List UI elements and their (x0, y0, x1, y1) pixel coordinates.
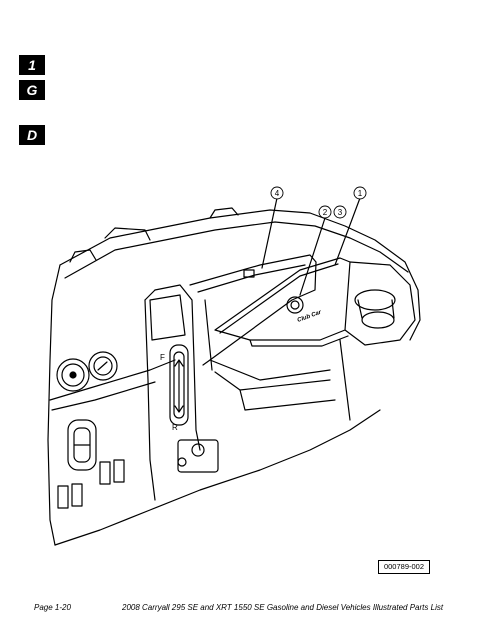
footer-document-title: 2008 Carryall 295 SE and XRT 1550 SE Gas… (122, 603, 444, 612)
callout-2-label: 2 (323, 208, 328, 217)
figure-id-box: 000789-002 (378, 560, 430, 574)
callout-1-label: 1 (358, 189, 363, 198)
callout-1-circle (353, 186, 367, 200)
callout-4-label: 4 (275, 189, 280, 198)
section-tab-1: 1 (19, 55, 45, 75)
reverse-label: R (172, 423, 178, 432)
section-tab-g: G (19, 80, 45, 100)
callout-4-circle (270, 186, 284, 200)
footer-page-number: Page 1-20 (34, 603, 71, 612)
forward-label: F (160, 353, 165, 362)
brand-logo: Club Car (297, 309, 323, 323)
callout-2-circle (318, 205, 332, 219)
callout-3-label: 3 (338, 208, 343, 217)
section-tab-d: D (19, 125, 45, 145)
callout-3-circle (333, 205, 347, 219)
